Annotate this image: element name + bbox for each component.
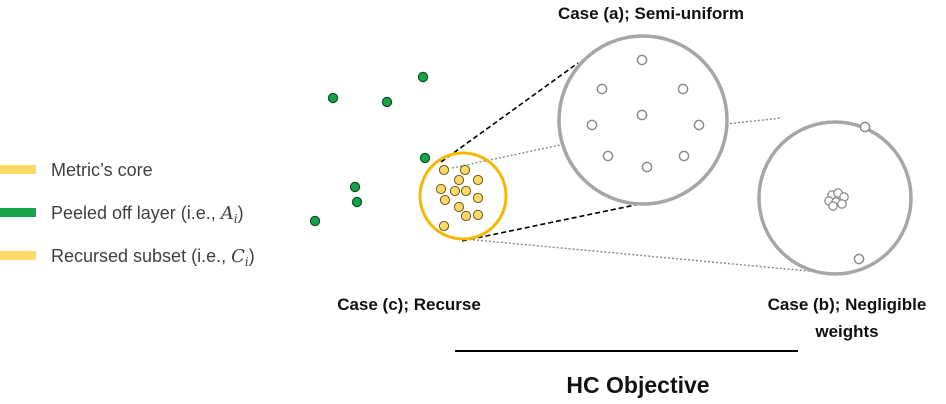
hollow-point: [641, 161, 653, 173]
core-point: [453, 201, 465, 213]
zoom-line-b-top: [451, 144, 561, 169]
connectors: [440, 62, 820, 273]
recurse-ring: [418, 151, 508, 241]
zoom-line-a-bottom: [461, 203, 641, 242]
peeled-point: [327, 92, 339, 104]
core-point: [472, 209, 484, 221]
hollow-point: [693, 119, 705, 131]
hollow-point: [837, 199, 847, 209]
core-point: [435, 183, 447, 195]
legend-label-peeled: Peeled off layer (i.e., Ai): [51, 203, 244, 226]
peeled-point: [309, 215, 321, 227]
hollow-point: [677, 83, 689, 95]
hollow-point: [596, 83, 608, 95]
objective-label: HC Objective: [566, 372, 709, 398]
case-b-label-line1: Case (b); Negligible: [768, 295, 927, 314]
legend-label-recursed: Recursed subset (i.e., Ci): [51, 246, 255, 269]
case-b-label-line2: weights: [814, 322, 878, 341]
legend-swatch-peeled: [0, 208, 36, 217]
legend: Metric’s core Peeled off layer (i.e., Ai…: [0, 160, 255, 269]
zoom-line-b-mid: [725, 117, 783, 125]
core-point: [460, 185, 472, 197]
case-a-label: Case (a); Semi-uniform: [558, 4, 744, 23]
tight-cluster: [824, 188, 849, 211]
peeled-point: [381, 96, 393, 108]
legend-swatch-recursed: [0, 251, 36, 260]
core-point: [438, 220, 450, 232]
peeled-layer-points: [309, 71, 431, 227]
zoom-line-b-bottom: [464, 238, 820, 273]
core-point: [460, 210, 472, 222]
case-c-label: Case (c); Recurse: [337, 295, 481, 314]
hollow-point: [678, 150, 690, 162]
core-point: [438, 164, 450, 176]
recursed-subset-points: [435, 164, 484, 232]
hollow-point: [828, 201, 838, 211]
hollow-point: [636, 54, 648, 66]
hollow-point: [859, 121, 871, 133]
case-a-magnifier: [557, 34, 729, 206]
core-point: [472, 174, 484, 186]
case-b-magnifier: [757, 120, 913, 276]
peeled-point: [349, 181, 361, 193]
legend-swatch-core: [0, 165, 36, 174]
peeled-point: [419, 152, 431, 164]
core-point: [459, 164, 471, 176]
core-point: [439, 194, 451, 206]
hollow-point: [602, 150, 614, 162]
hollow-point: [853, 253, 865, 265]
legend-label-core: Metric’s core: [51, 160, 153, 180]
peeled-point: [351, 196, 363, 208]
hollow-point: [586, 119, 598, 131]
peeled-point: [417, 71, 429, 83]
hollow-point: [636, 109, 648, 121]
core-point: [472, 192, 484, 204]
core-point: [449, 185, 461, 197]
zoom-line-a-top: [440, 62, 579, 163]
core-point: [453, 174, 465, 186]
